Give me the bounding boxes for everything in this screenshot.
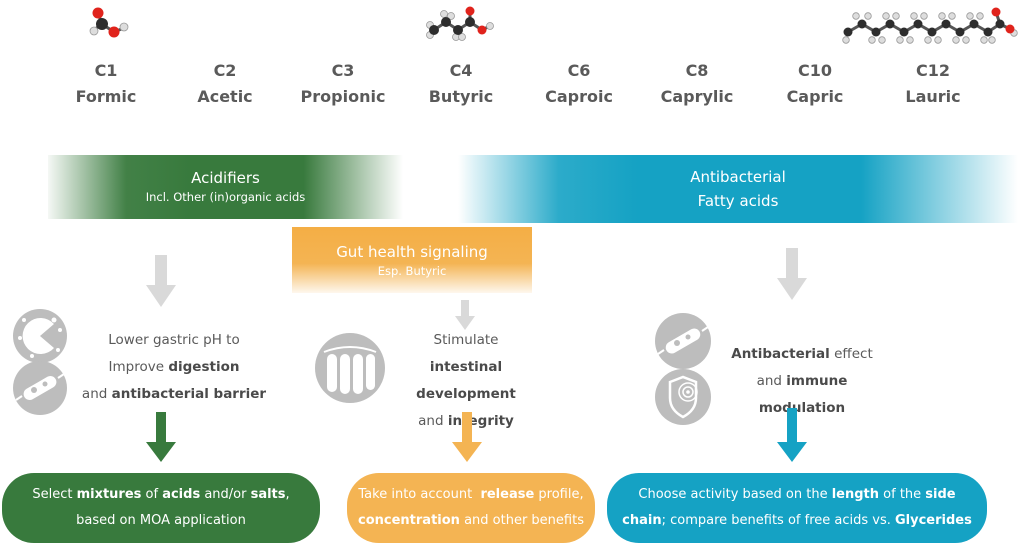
- effect-text: and: [418, 413, 448, 429]
- gut-health-band: Gut health signaling Esp. Butyric: [292, 227, 532, 293]
- effect-bold: intestinal development: [416, 359, 516, 402]
- effect-text: Improve: [108, 359, 169, 375]
- acidifiers-band: Acidifiers Incl. Other (in)organic acids: [48, 155, 403, 219]
- recommendation-line: based on MOA application: [76, 513, 246, 528]
- rec-bold: salts: [250, 487, 286, 502]
- recommendation-line: Select mixtures of acids and/or salts,: [2, 482, 320, 508]
- butyric-acid-molecule-icon: [426, 6, 494, 41]
- acid-code: C10: [797, 61, 832, 80]
- effect-line: Stimulate: [433, 332, 499, 348]
- effect-text: and: [81, 386, 112, 402]
- rec-text: profile,: [534, 487, 584, 502]
- effect-line: Antibacterial effect: [712, 341, 892, 368]
- acid-name: Formic: [75, 87, 137, 106]
- effect-line: and antibacterial barrier: [74, 381, 274, 408]
- arrow-down-icon: [146, 412, 176, 462]
- rec-text: Select: [32, 487, 77, 502]
- gut-health-title: Gut health signaling: [336, 243, 488, 261]
- gut-health-subtitle: Esp. Butyric: [377, 264, 447, 278]
- acid-name: Lauric: [905, 87, 961, 106]
- arrow-down-icon: [455, 300, 475, 330]
- acid-code: C12: [915, 61, 950, 80]
- bacteria-icon: [13, 361, 67, 415]
- antibacterial-band: Antibacterial Fatty acids: [458, 155, 1018, 223]
- antibacterial-line1: Antibacterial: [690, 168, 786, 186]
- effect-line: intestinal development: [382, 354, 550, 408]
- acidifiers-title: Acidifiers: [191, 169, 260, 187]
- rec-bold: Glycerides: [895, 513, 972, 528]
- acid-name: Capric: [786, 87, 844, 106]
- effect-text: effect: [829, 346, 873, 362]
- recommendation-line: Choose activity based on the length of t…: [607, 482, 987, 508]
- acid-code: C2: [213, 61, 237, 80]
- acid-name: Propionic: [300, 87, 386, 106]
- effect-bold: immune modulation: [758, 373, 848, 416]
- acid-code: C3: [331, 61, 355, 80]
- lauric-acid-molecule-icon: [842, 7, 1018, 44]
- bacteria-icon: [655, 313, 711, 369]
- acid-name: Acetic: [197, 87, 253, 106]
- stomach-acid-icon: [13, 309, 67, 363]
- recommendation-line: concentration and other benefits: [347, 508, 595, 534]
- rec-bold: side: [925, 487, 956, 502]
- rec-bold: mixtures: [76, 487, 142, 502]
- acid-code: C4: [449, 61, 473, 80]
- acid-name: Caproic: [545, 87, 613, 106]
- effect-text: and: [756, 373, 787, 389]
- recommendation-line: chain; compare benefits of free acids vs…: [607, 508, 987, 534]
- rec-text: Choose activity based on the: [638, 487, 832, 502]
- arrow-down-icon: [452, 412, 482, 462]
- recommendation-gut-health: Take into account release profile, conce…: [347, 473, 595, 543]
- effect-bold: Antibacterial: [731, 346, 830, 362]
- rec-text: Take into account: [358, 487, 481, 502]
- effect-antibacterial: Antibacterial effect and immune modulati…: [712, 341, 892, 422]
- shield-icon: [655, 369, 711, 425]
- arrow-down-icon: [146, 255, 176, 307]
- effect-bold: antibacterial barrier: [111, 386, 267, 402]
- recommendation-line: Take into account release profile,: [347, 482, 595, 508]
- antibacterial-line2: Fatty acids: [697, 192, 779, 210]
- rec-text: of: [141, 487, 163, 502]
- acid-code: C1: [94, 61, 118, 80]
- effect-acidifiers: Lower gastric pH to Improve digestion an…: [74, 327, 274, 408]
- acid-code: C6: [567, 61, 591, 80]
- rec-text: ; compare benefits of free acids vs.: [661, 513, 895, 528]
- rec-text: ,: [285, 487, 290, 502]
- rec-bold: release: [480, 487, 535, 502]
- rec-bold: chain: [622, 513, 662, 528]
- arrow-down-icon: [777, 408, 807, 462]
- effect-line: Lower gastric pH to: [108, 332, 240, 348]
- recommendation-acidifiers: Select mixtures of acids and/or salts, b…: [2, 473, 320, 543]
- rec-text: and other benefits: [459, 513, 584, 528]
- effect-bold: digestion: [168, 359, 240, 375]
- effect-line: and immune modulation: [712, 368, 892, 422]
- intestinal-villi-icon: [315, 333, 385, 403]
- rec-bold: concentration: [358, 513, 460, 528]
- rec-bold: acids: [162, 487, 201, 502]
- acid-name: Butyric: [428, 87, 494, 106]
- acidifiers-subtitle: Incl. Other (in)organic acids: [145, 190, 306, 204]
- rec-text: of the: [879, 487, 926, 502]
- effect-line: Improve digestion: [74, 354, 274, 381]
- acid-code: C8: [685, 61, 709, 80]
- acid-name: Caprylic: [660, 87, 734, 106]
- rec-bold: length: [831, 487, 880, 502]
- rec-text: and/or: [200, 487, 251, 502]
- arrow-down-icon: [777, 248, 807, 300]
- formic-acid-molecule-icon: [89, 7, 129, 38]
- recommendation-antibacterial: Choose activity based on the length of t…: [607, 473, 987, 543]
